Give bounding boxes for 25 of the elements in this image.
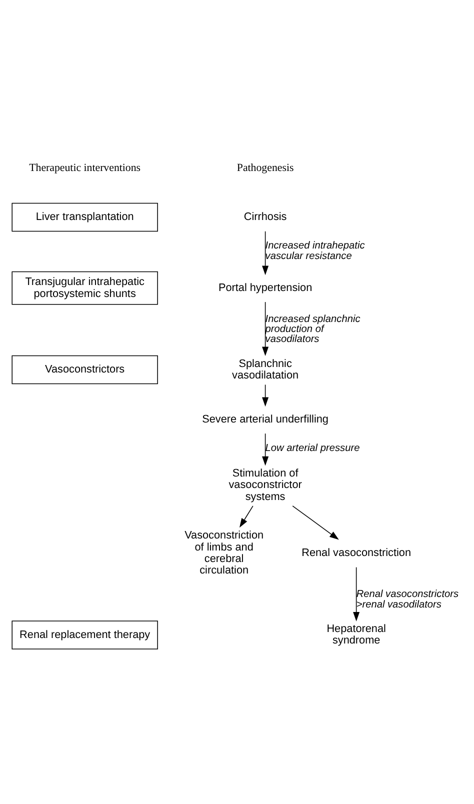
node-text: Severe arterial underfilling <box>202 413 328 426</box>
arrow <box>239 506 253 528</box>
node-box: Transjugular intrahepatic portosystemic shunts <box>11 271 158 305</box>
node-text: Vasoconstriction of limbs and cerebral circulation <box>184 530 264 577</box>
arrow <box>262 231 268 276</box>
node-box: Liver transplantation <box>11 202 158 232</box>
arrow <box>352 566 360 622</box>
edge-label: Renal vasoconstrictors >renal vasodilators <box>356 589 458 610</box>
node-box: Vasoconstrictors <box>11 355 158 384</box>
edge-label: Low arterial pressure <box>264 442 360 454</box>
arrow <box>262 433 268 466</box>
node-text: Hepatorenal syndrome <box>326 623 386 647</box>
label: Pathogenesis <box>236 162 294 174</box>
node-text: Renal vasoconstriction <box>301 547 411 560</box>
node-text: Stimulation of vasoconstrictor systems <box>228 467 302 503</box>
node-box: Renal replacement therapy <box>11 620 158 650</box>
node-text: Portal hypertension <box>218 282 312 294</box>
arrow <box>262 302 268 356</box>
arrow <box>292 506 338 540</box>
arrow <box>262 384 268 407</box>
edge-label: Increased intrahepatic vascular resistance <box>264 240 364 262</box>
node-text: Cirrhosis <box>243 211 286 224</box>
edge-label: Increased splanchnic production of vasodilators <box>264 314 360 346</box>
node-text: Splanchnic vasodilatation <box>232 358 298 382</box>
label: Therapeutic interventions <box>28 162 140 174</box>
